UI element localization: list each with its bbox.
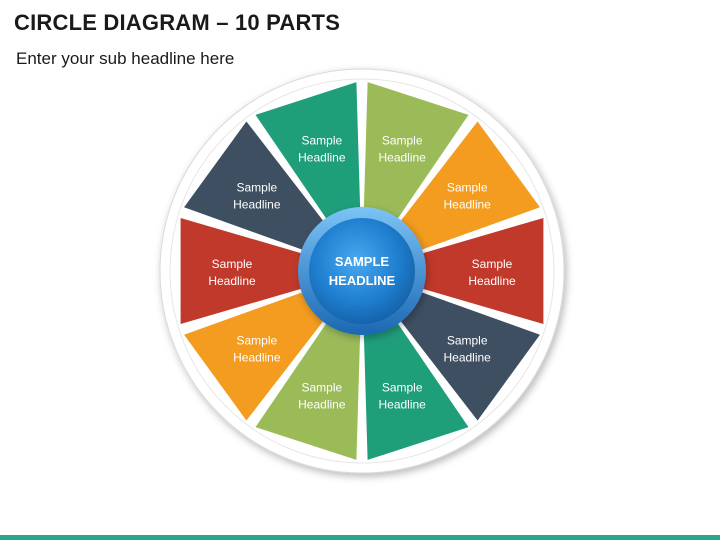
segment-10-label-line1: Sample — [301, 133, 342, 147]
segment-6-label-line2: Headline — [298, 398, 346, 412]
segment-8[interactable] — [180, 217, 313, 325]
segment-4-label-line1: Sample — [447, 333, 488, 347]
page-subtitle: Enter your sub headline here — [16, 49, 235, 68]
segment-1-label-line2: Headline — [378, 150, 426, 164]
segment-9[interactable] — [184, 121, 331, 254]
segment-3-label-line2: Headline — [468, 274, 516, 288]
segment-2-label-line1: Sample — [447, 181, 488, 195]
segment-5-label-line1: Sample — [382, 381, 423, 395]
segment-6[interactable] — [255, 313, 361, 460]
segment-7-label-line1: Sample — [236, 333, 277, 347]
segment-5-label-line2: Headline — [378, 398, 426, 412]
bottom-accent-bar — [0, 535, 720, 540]
segment-10[interactable] — [255, 82, 361, 229]
segments: SampleHeadlineSampleHeadlineSampleHeadli… — [180, 82, 544, 460]
page-title: CIRCLE DIAGRAM – 10 PARTS — [14, 10, 341, 35]
segment-9-label-line2: Headline — [233, 198, 281, 212]
segment-2[interactable] — [393, 121, 540, 254]
segment-3-label-line1: Sample — [472, 257, 513, 271]
segment-7-label-line2: Headline — [233, 350, 281, 364]
segment-2-label-line2: Headline — [443, 198, 491, 212]
segment-10-label-line2: Headline — [298, 150, 346, 164]
center-label-line2: HEADLINE — [329, 273, 396, 288]
segment-8-label-line1: Sample — [212, 257, 253, 271]
center-label-line1: SAMPLE — [335, 254, 390, 269]
segment-4[interactable] — [393, 288, 540, 421]
segment-3[interactable] — [411, 217, 544, 325]
segment-5[interactable] — [363, 313, 469, 460]
segment-1[interactable] — [363, 82, 469, 229]
segment-1-label-line1: Sample — [382, 133, 423, 147]
segment-6-label-line1: Sample — [301, 381, 342, 395]
segment-8-label-line2: Headline — [208, 274, 256, 288]
hub-center[interactable] — [309, 218, 415, 324]
segment-7[interactable] — [184, 288, 331, 421]
segment-4-label-line2: Headline — [443, 350, 491, 364]
segment-9-label-line1: Sample — [236, 181, 277, 195]
